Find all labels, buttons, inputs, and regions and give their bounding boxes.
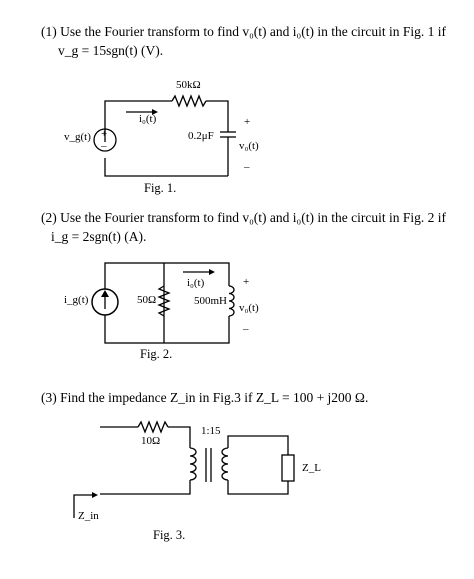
fig2-inductor xyxy=(228,285,235,317)
fig1-output-plus: + xyxy=(244,116,251,128)
fig1-top-wire-right xyxy=(206,100,229,132)
fig2-output-plus: + xyxy=(243,276,250,288)
fig2-circuit xyxy=(91,262,240,344)
fig1-current-arrowhead xyxy=(152,109,158,115)
fig3-load-label: Z_L xyxy=(302,462,321,474)
fig3-primary-coil xyxy=(189,447,197,481)
fig1-capacitor-label: 0.2μF xyxy=(188,130,214,142)
fig2-output-label: v₀(t) xyxy=(239,302,259,314)
fig2-inductor-label: 500mH xyxy=(194,295,227,307)
fig3-ratio-label: 1:15 xyxy=(201,425,221,437)
fig1-output-label: v₀(t) xyxy=(239,140,259,152)
fig3-load-box xyxy=(281,454,295,482)
problem1-condition: v_g = 15sgn(t) (V). xyxy=(58,43,164,58)
problem1-statement: (1) Use the Fourier transform to find v₀… xyxy=(41,24,446,39)
fig1-bottom-wire xyxy=(104,158,228,177)
fig2-current-arrowhead xyxy=(209,269,215,275)
fig1-circuit xyxy=(93,94,236,177)
fig3-input-label: Z_in xyxy=(78,510,99,522)
fig3-secondary-bottom-wire xyxy=(227,480,289,495)
fig3-circuit xyxy=(73,420,295,518)
fig3-resistor xyxy=(137,420,169,434)
problem2-statement: (2) Use the Fourier transform to find v₀… xyxy=(41,210,446,225)
fig1-resistor xyxy=(171,94,207,108)
fig2-current-label: i₀(t) xyxy=(187,277,205,289)
fig1-source-label: v_g(t) xyxy=(64,131,91,143)
fig3-primary-bottom-wire xyxy=(100,480,191,495)
fig3-zin-arrow xyxy=(73,494,92,518)
fig1-source-minus: – xyxy=(101,140,107,152)
problem3-statement: (3) Find the impedance Z_in in Fig.3 if … xyxy=(41,390,369,405)
fig3-secondary-coil xyxy=(221,447,229,481)
fig3-zin-arrowhead xyxy=(92,492,98,498)
problem2-condition: i_g = 2sgn(t) (A). xyxy=(51,229,147,244)
fig1-output-minus: – xyxy=(244,161,250,173)
fig1-source-plus: + xyxy=(101,128,108,140)
fig3-resistor-label: 10Ω xyxy=(141,435,161,447)
fig1-resistor-label: 50kΩ xyxy=(176,79,201,91)
fig1-current-label: i₀(t) xyxy=(139,113,157,125)
fig1-voltage-source xyxy=(93,128,117,152)
fig3-caption: Fig. 3. xyxy=(153,528,186,542)
fig3-secondary-top-wire xyxy=(227,435,289,455)
fig3-primary-top-wire xyxy=(168,426,191,448)
fig2-resistor xyxy=(157,285,171,317)
fig2-source-arrowhead xyxy=(101,290,109,297)
fig2-resistor-label: 50Ω xyxy=(137,294,157,306)
fig1-caption: Fig. 1. xyxy=(144,181,177,195)
fig2-source-label: i_g(t) xyxy=(64,294,89,306)
fig1-top-wire-left xyxy=(104,100,172,142)
fig2-output-minus: – xyxy=(243,323,249,335)
fig2-caption: Fig. 2. xyxy=(140,347,173,361)
